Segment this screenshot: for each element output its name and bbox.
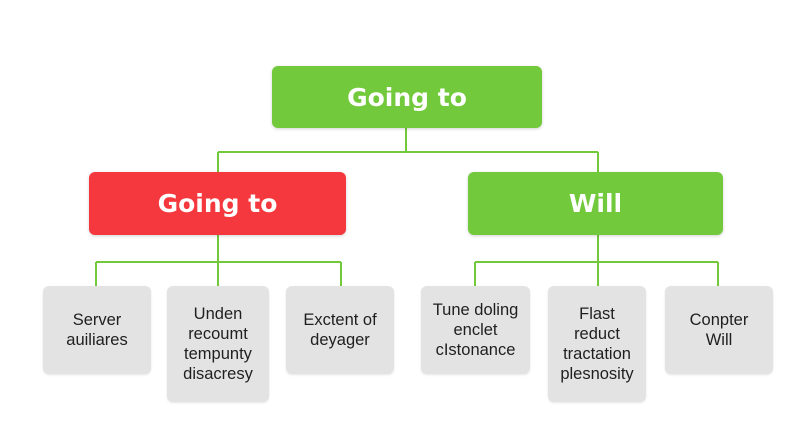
branch-will-label: Will (568, 189, 623, 218)
leaf-label: Exctent of deyager (303, 311, 377, 349)
leaf-label: Unden recoumt tempunty disacresy (183, 305, 253, 383)
branch-will: Will (468, 172, 723, 235)
leaf-label: Conpter Will (689, 311, 749, 349)
root-label: Going to (347, 82, 467, 112)
leaf-box: Unden recoumt tempunty disacresy (167, 286, 269, 402)
branch-going-to-label: Going to (157, 189, 278, 218)
leaf-box: Flast reduct tractation plesnosity (548, 286, 646, 402)
leaf-box: Conpter Will (665, 286, 773, 374)
leaf-box: Exctent of deyager (286, 286, 394, 374)
leaf-label: Tune doling enclet cIstonance (432, 301, 519, 359)
leaf-box: Tune doling enclet cIstonance (421, 286, 530, 374)
branch-going-to: Going to (89, 172, 346, 235)
leaf-box: Server auiliares (43, 286, 151, 374)
leaf-label: Flast reduct tractation plesnosity (560, 305, 634, 383)
root-node: Going to (272, 66, 542, 128)
leaf-label: Server auiliares (66, 311, 128, 349)
